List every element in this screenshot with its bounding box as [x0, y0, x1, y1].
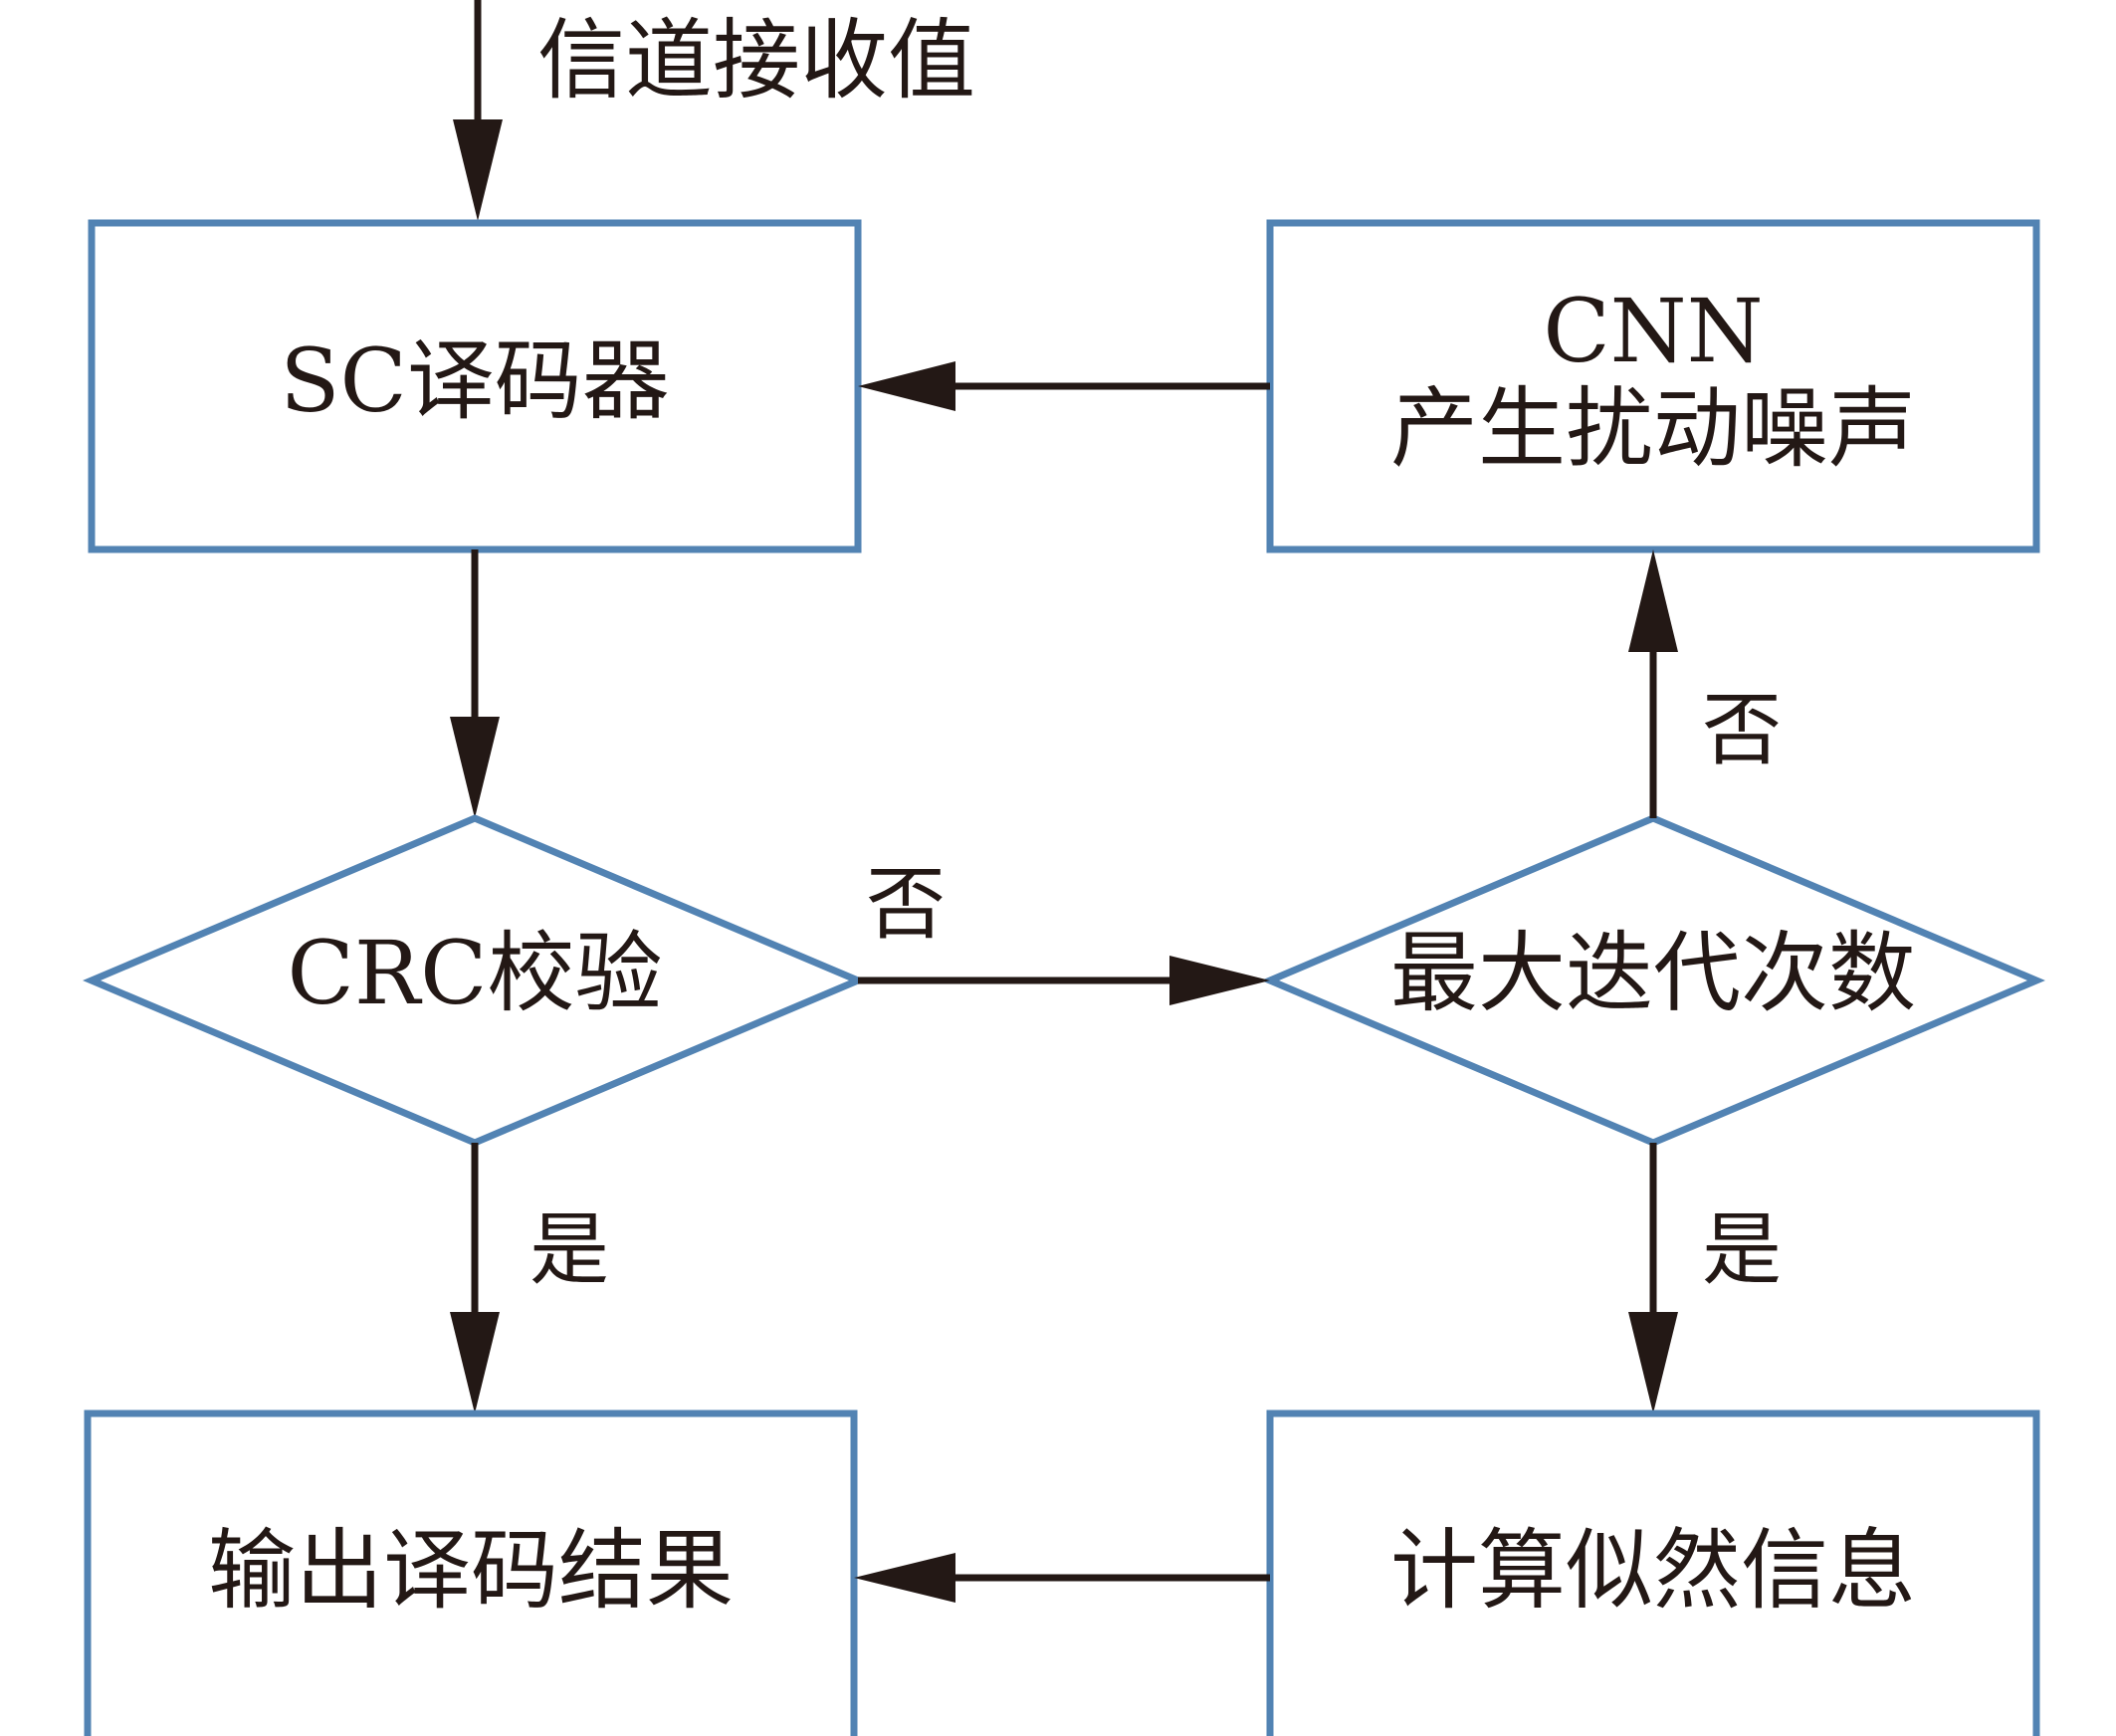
- edge-sc-to-crc: [450, 549, 500, 818]
- node-crc-check[interactable]: CRC校验: [83, 814, 867, 1147]
- crc-check-label: CRC校验: [288, 922, 663, 1024]
- output-result-label: 输出译码结果: [208, 1519, 734, 1622]
- crc-yes-label: 是: [529, 1203, 609, 1296]
- max-iterations-label: 最大迭代次数: [1390, 922, 1916, 1024]
- cnn-label-line2: 产生扰动噪声: [1390, 377, 1916, 480]
- node-output-result[interactable]: 输出译码结果: [84, 1410, 858, 1736]
- node-max-iterations[interactable]: 最大迭代次数: [1261, 814, 2045, 1147]
- node-sc-decoder[interactable]: SC译码器: [88, 219, 862, 553]
- edge-cnn-to-sc: [858, 361, 1270, 411]
- iter-yes-label: 是: [1702, 1203, 1782, 1296]
- edge-iter-yes: [1628, 1143, 1678, 1413]
- likelihood-label: 计算似然信息: [1390, 1519, 1916, 1622]
- crc-no-label: 否: [866, 858, 946, 951]
- sc-decoder-label: SC译码器: [280, 329, 670, 432]
- edge-iter-no: [1628, 549, 1678, 818]
- node-likelihood[interactable]: 计算似然信息: [1266, 1410, 2040, 1736]
- iter-no-label: 否: [1702, 684, 1782, 776]
- input-label: 信道接收值: [537, 9, 975, 111]
- input-arrow: [453, 0, 503, 221]
- edge-likelihood-to-output: [854, 1553, 1270, 1603]
- edge-crc-no: [858, 956, 1270, 1005]
- edge-crc-yes: [450, 1143, 500, 1413]
- node-cnn-noise[interactable]: CNN 产生扰动噪声: [1266, 219, 2040, 553]
- cnn-label-line1: CNN: [1543, 280, 1763, 382]
